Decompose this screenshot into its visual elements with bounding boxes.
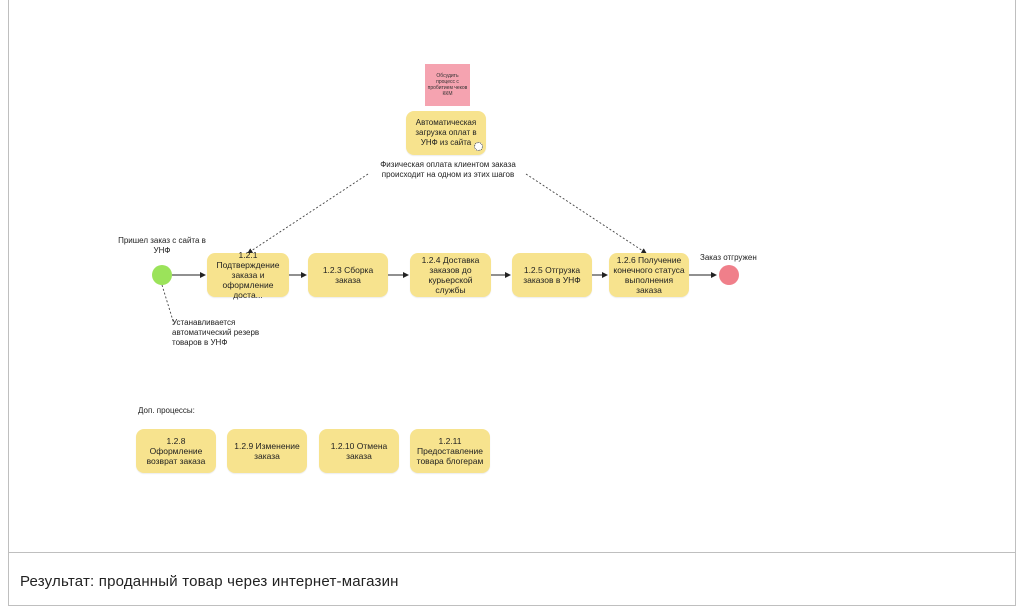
start-label: Пришел заказ с сайта в УНФ <box>112 236 212 256</box>
extra-1-2-9[interactable]: 1.2.9 Изменение заказа <box>227 429 307 473</box>
payment-label-text: Физическая оплата клиентом заказа происх… <box>380 160 516 179</box>
reserve-link <box>161 284 175 325</box>
payment-link-left <box>247 173 369 254</box>
step-label: 1.2.1 Подтверждение заказа и оформление … <box>216 250 280 300</box>
step-label: 1.2.5 Отгрузка заказов в УНФ <box>523 265 581 285</box>
step-1-2-4[interactable]: 1.2.4 Доставка заказов до курьерской слу… <box>410 253 491 297</box>
step-1-2-5[interactable]: 1.2.5 Отгрузка заказов в УНФ <box>512 253 592 297</box>
divider <box>8 552 1016 553</box>
step-1-2-6[interactable]: 1.2.6 Получение конечного статуса выполн… <box>609 253 689 297</box>
step-1-2-3[interactable]: 1.2.3 Сборка заказа <box>308 253 388 297</box>
extra-label: 1.2.10 Отмена заказа <box>330 441 388 461</box>
step-label: 1.2.3 Сборка заказа <box>322 265 374 285</box>
extra-1-2-10[interactable]: 1.2.10 Отмена заказа <box>319 429 399 473</box>
end-label: Заказ отгружен <box>700 253 770 263</box>
step-label: 1.2.6 Получение конечного статуса выполн… <box>613 255 685 295</box>
extra-1-2-11[interactable]: 1.2.11 Предоставление товара блогерам <box>410 429 490 473</box>
extra-processes-title: Доп. процессы: <box>138 406 195 416</box>
payment-link-right <box>525 173 647 254</box>
auto-payment-task-label: Автоматическая загрузка оплат в УНФ из с… <box>415 118 477 147</box>
reserve-label-text: Устанавливается автоматический резерв то… <box>172 318 260 347</box>
step-label: 1.2.4 Доставка заказов до курьерской слу… <box>421 255 480 295</box>
extra-title-text: Доп. процессы: <box>138 406 195 415</box>
note-text: Обсудить процесс с пробитием чеков ККМ <box>427 73 468 97</box>
start-label-text: Пришел заказ с сайта в УНФ <box>118 236 206 255</box>
auto-payment-task[interactable]: Автоматическая загрузка оплат в УНФ из с… <box>406 111 486 155</box>
discuss-note: Обсудить процесс с пробитием чеков ККМ <box>425 64 470 106</box>
gear-icon <box>474 142 483 151</box>
payment-label: Физическая оплата клиентом заказа происх… <box>368 160 528 180</box>
diagram-frame <box>8 0 1016 606</box>
start-event[interactable] <box>152 265 172 285</box>
reserve-label: Устанавливается автоматический резерв то… <box>172 318 272 348</box>
extra-label: 1.2.11 Предоставление товара блогерам <box>416 436 484 466</box>
result-text: Результат: проданный товар через интерне… <box>20 573 399 590</box>
end-label-text: Заказ отгружен <box>700 253 757 262</box>
end-event[interactable] <box>719 265 739 285</box>
extra-1-2-8[interactable]: 1.2.8 Оформление возврат заказа <box>136 429 216 473</box>
step-1-2-1[interactable]: 1.2.1 Подтверждение заказа и оформление … <box>207 250 289 300</box>
extra-label: 1.2.9 Изменение заказа <box>234 441 300 461</box>
extra-label: 1.2.8 Оформление возврат заказа <box>146 436 206 466</box>
